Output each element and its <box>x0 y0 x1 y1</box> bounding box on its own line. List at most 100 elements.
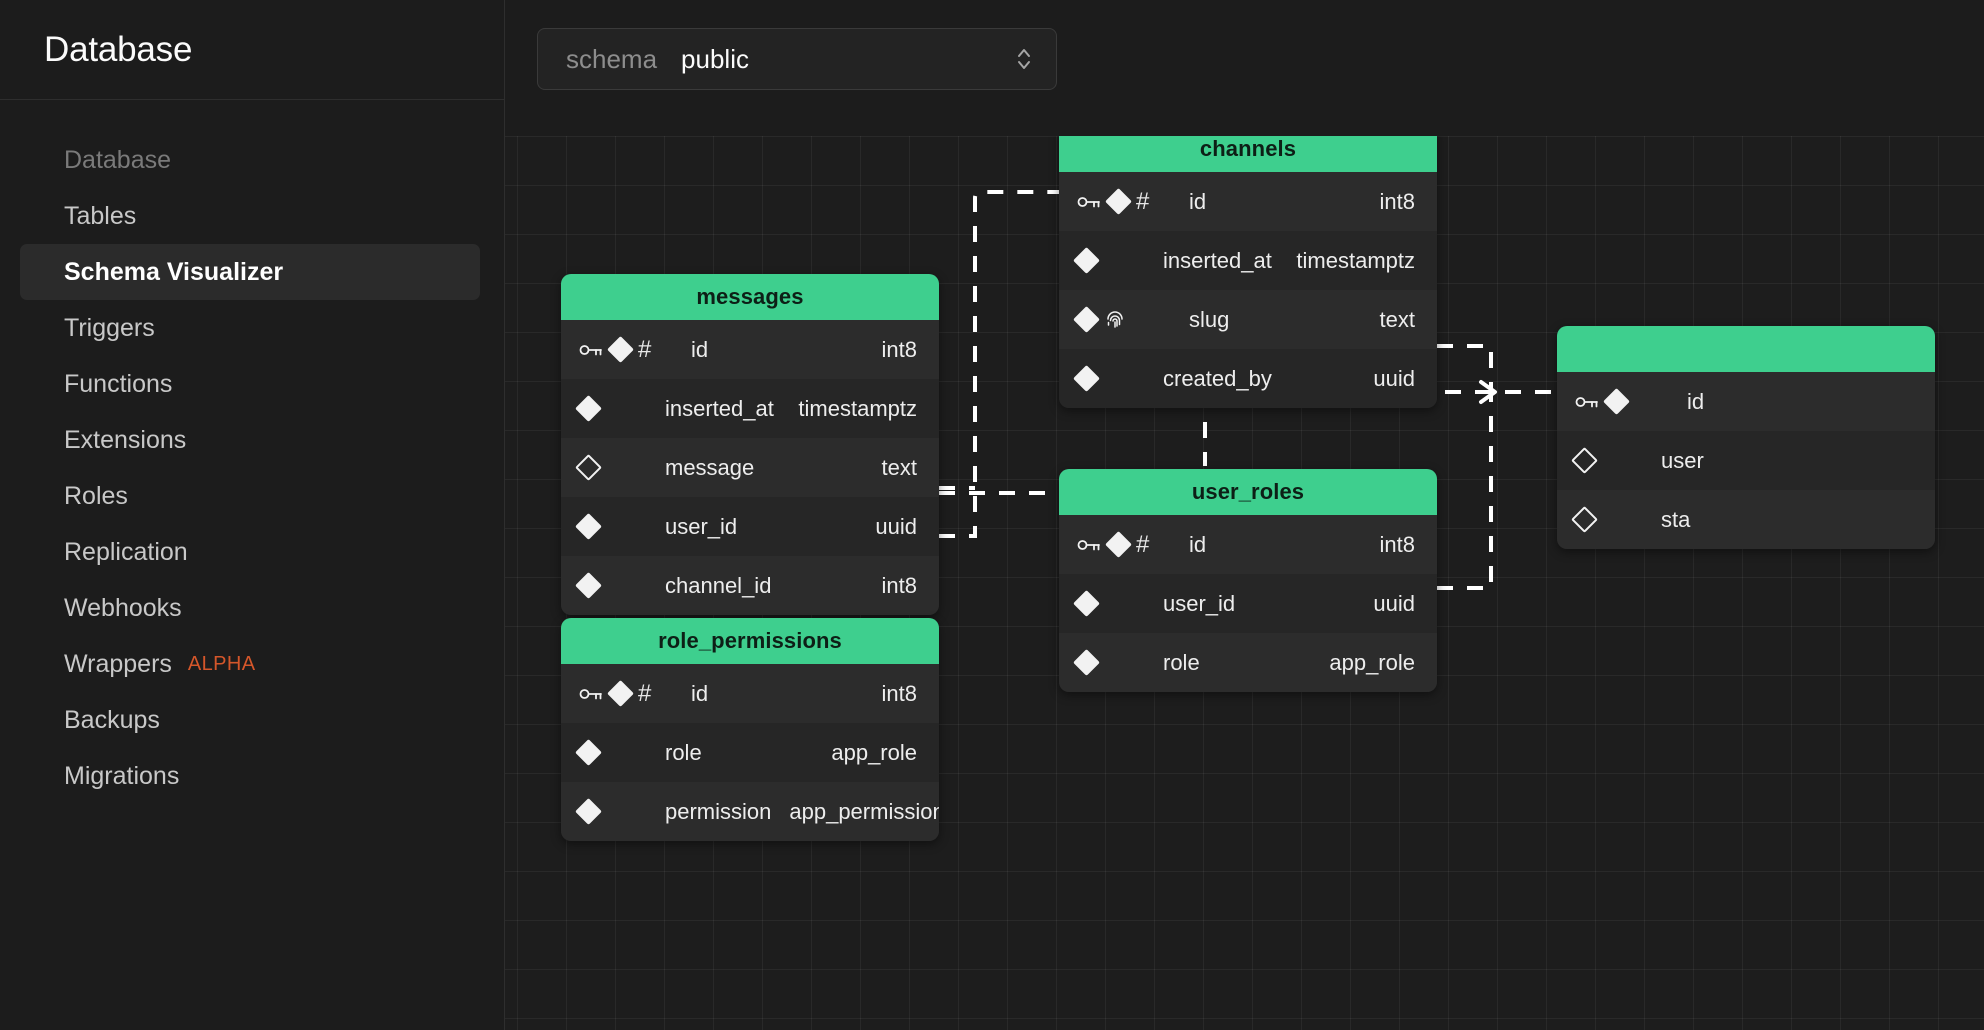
not-null-diamond-icon <box>575 798 602 825</box>
table-node-messages[interactable]: messages # id int8 <box>561 274 939 615</box>
table-node-header: channels <box>1059 136 1437 172</box>
table-row[interactable]: # id int8 <box>561 320 939 379</box>
schema-selector[interactable]: schema public <box>537 28 1057 90</box>
sidebar-item-label: Extensions <box>64 425 187 454</box>
table-row[interactable]: role app_role <box>1059 633 1437 692</box>
sidebar-item-replication[interactable]: Replication <box>20 524 480 580</box>
table-row[interactable]: # id int8 <box>561 664 939 723</box>
not-null-diamond-icon <box>1073 590 1100 617</box>
row-icon-group <box>1571 506 1661 533</box>
sidebar-item-label: Wrappers <box>64 649 172 678</box>
table-name: role_permissions <box>658 628 842 653</box>
schema-selector-label: schema <box>566 43 658 74</box>
sidebar-item-label: Migrations <box>64 761 180 790</box>
table-node-clipped[interactable]: id user sta <box>1557 326 1935 549</box>
sidebar-item-tables[interactable]: Tables <box>20 188 480 244</box>
row-icon-group <box>575 798 665 825</box>
table-row[interactable]: id <box>1557 372 1935 431</box>
sidebar-item-label: Replication <box>64 537 188 566</box>
sidebar-item-triggers[interactable]: Triggers <box>20 300 480 356</box>
alpha-badge: ALPHA <box>187 652 256 675</box>
column-type: app_role <box>1329 649 1415 675</box>
nullable-diamond-icon <box>1571 506 1598 533</box>
schema-canvas[interactable]: messages # id int8 <box>505 136 1984 1030</box>
column-name: inserted_at <box>665 395 774 421</box>
row-icon-group <box>575 739 665 766</box>
column-name: role <box>665 739 702 765</box>
table-row[interactable]: message text <box>561 438 939 497</box>
sidebar-item-wrappers[interactable]: Wrappers ALPHA <box>20 636 480 692</box>
column-name: user_id <box>665 513 738 539</box>
sidebar-item-label: Database <box>64 145 172 174</box>
edge-channels-created-by-to-users-id <box>1437 344 1493 392</box>
table-row[interactable]: # id int8 <box>1059 172 1437 231</box>
sidebar-item-functions[interactable]: Functions <box>20 356 480 412</box>
schema-selector-value: public <box>681 43 749 74</box>
primary-key-icon <box>579 686 603 702</box>
column-type: int8 <box>1379 188 1415 214</box>
column-name: id <box>691 680 709 706</box>
table-row[interactable]: role app_role <box>561 723 939 782</box>
sidebar-item-backups[interactable]: Backups <box>20 692 480 748</box>
table-row[interactable]: permission app_permission <box>561 782 939 841</box>
column-name: id <box>1687 388 1705 414</box>
row-icon-group <box>1073 649 1163 676</box>
primary-key-icon <box>1077 194 1101 210</box>
sidebar-item-label: Triggers <box>64 313 155 342</box>
not-null-diamond-icon <box>1105 188 1132 215</box>
sidebar-item-label: Schema Visualizer <box>64 257 284 286</box>
not-null-diamond-icon <box>1105 531 1132 558</box>
row-icon-group <box>1571 447 1661 474</box>
edge-user-roles-user-id-to-users-id <box>1437 392 1493 590</box>
table-row[interactable]: created_by uuid <box>1059 349 1437 408</box>
table-row[interactable]: # id int8 <box>1059 515 1437 574</box>
column-type: text <box>1379 306 1415 332</box>
column-type: app_role <box>831 739 917 765</box>
column-type: int8 <box>881 680 917 706</box>
sidebar-item-label: Backups <box>64 705 160 734</box>
table-node-channels[interactable]: channels # id int8 <box>1059 136 1437 408</box>
column-name: message <box>665 454 755 480</box>
column-type: uuid <box>1373 365 1415 391</box>
table-row[interactable]: user_id uuid <box>561 497 939 556</box>
primary-key-icon <box>579 342 603 358</box>
table-row[interactable]: slug text <box>1059 290 1437 349</box>
sidebar-item-label: Tables <box>64 201 137 230</box>
not-null-diamond-icon <box>607 336 634 363</box>
row-icon-group <box>1073 365 1163 392</box>
row-icon-group: # <box>579 680 691 707</box>
edge-arrowhead-icon <box>1479 380 1497 404</box>
table-row[interactable]: inserted_at timestamptz <box>561 379 939 438</box>
table-node-header: role_permissions <box>561 618 939 664</box>
page-title: Database <box>44 29 193 69</box>
sidebar-item-schema-visualizer[interactable]: Schema Visualizer <box>20 244 480 300</box>
numeric-hash-icon: # <box>1136 187 1150 215</box>
column-type: int8 <box>881 572 917 598</box>
sidebar-item-migrations[interactable]: Migrations <box>20 748 480 804</box>
table-row[interactable]: sta <box>1557 490 1935 549</box>
column-type: uuid <box>1373 590 1415 616</box>
table-node-role-permissions[interactable]: role_permissions # id int <box>561 618 939 841</box>
sidebar-item-label: Functions <box>64 369 173 398</box>
table-row[interactable]: user_id uuid <box>1059 574 1437 633</box>
column-type: text <box>881 454 917 480</box>
column-name: id <box>1189 531 1207 557</box>
row-icon-group <box>575 572 665 599</box>
not-null-diamond-icon <box>575 572 602 599</box>
sidebar-item-roles[interactable]: Roles <box>20 468 480 524</box>
column-type: int8 <box>1379 531 1415 557</box>
table-row[interactable]: channel_id int8 <box>561 556 939 615</box>
sidebar-item-extensions[interactable]: Extensions <box>20 412 480 468</box>
table-row[interactable]: user <box>1557 431 1935 490</box>
sidebar-item-webhooks[interactable]: Webhooks <box>20 580 480 636</box>
sidebar-item-database[interactable]: Database <box>20 132 480 188</box>
row-icon-group <box>575 395 665 422</box>
table-node-user-roles[interactable]: user_roles # id int8 <box>1059 469 1437 692</box>
table-name: channels <box>1199 136 1297 161</box>
not-null-diamond-icon <box>1073 649 1100 676</box>
primary-key-icon <box>1077 537 1101 553</box>
column-name: id <box>691 336 709 362</box>
table-row[interactable]: inserted_at timestamptz <box>1059 231 1437 290</box>
column-type: timestamptz <box>798 395 917 421</box>
